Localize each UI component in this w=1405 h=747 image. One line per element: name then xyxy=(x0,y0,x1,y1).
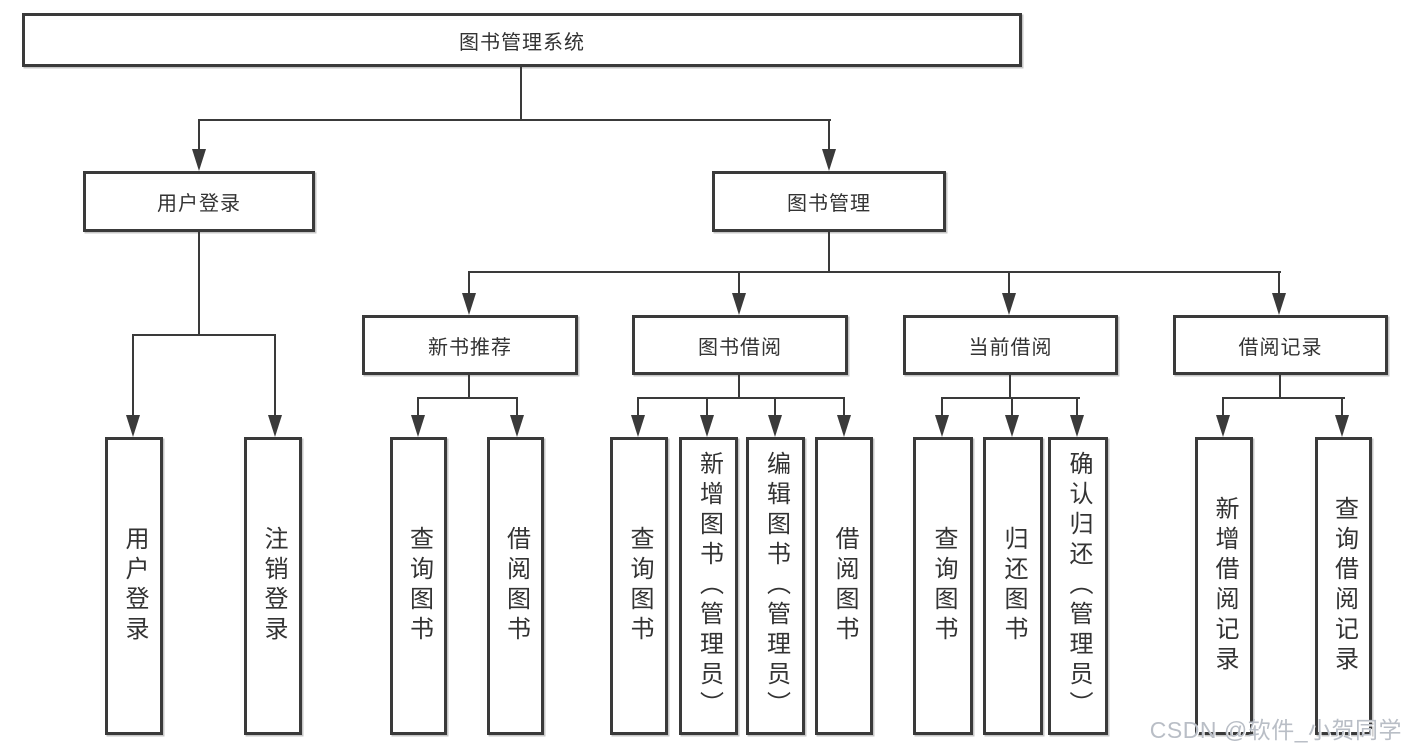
connector-line xyxy=(1222,399,1224,415)
node-current-borrowing: 当前借阅 xyxy=(903,315,1118,375)
leaf-query-borrow-record: 查询借阅记录 xyxy=(1315,437,1372,735)
connector-line xyxy=(1076,399,1078,415)
arrow-down-icon xyxy=(1005,415,1019,437)
node-book-borrowing: 图书借阅 xyxy=(632,315,848,375)
leaf-borrow-books-label: 借阅图书 xyxy=(831,526,858,646)
connector-line xyxy=(637,397,845,399)
node-current-borrowing-label: 当前借阅 xyxy=(968,336,1053,359)
connector-line xyxy=(774,399,776,415)
leaf-query-books-recommend-label: 查询图书 xyxy=(405,526,433,646)
leaf-query-borrow-record-label: 查询借阅记录 xyxy=(1330,496,1358,676)
leaf-borrow-books-recommend: 借阅图书 xyxy=(487,437,544,735)
arrow-down-icon xyxy=(822,149,836,171)
connector-line xyxy=(198,119,831,121)
connector-line xyxy=(1278,273,1280,293)
arrow-down-icon xyxy=(510,415,524,437)
connector-line xyxy=(1222,397,1345,399)
leaf-edit-books-admin-label: 编辑图书（管理员） xyxy=(762,451,790,721)
leaf-confirm-return-admin-label: 确认归还（管理员） xyxy=(1065,451,1092,721)
connector-line xyxy=(1341,399,1343,415)
arrow-down-icon xyxy=(1002,293,1016,315)
connector-line xyxy=(637,399,639,415)
node-borrowing-records: 借阅记录 xyxy=(1173,315,1388,375)
arrow-down-icon xyxy=(935,415,949,437)
connector-line xyxy=(198,231,200,336)
node-book-borrowing-label: 图书借阅 xyxy=(698,336,782,359)
node-new-book-recommend-label: 新书推荐 xyxy=(428,336,512,359)
leaf-logout: 注销登录 xyxy=(244,437,302,735)
arrow-down-icon xyxy=(1216,415,1230,437)
leaf-query-books-borrowing: 查询图书 xyxy=(610,437,668,735)
leaf-return-books-label: 归还图书 xyxy=(1000,526,1027,646)
node-new-book-recommend: 新书推荐 xyxy=(362,315,578,375)
leaf-borrow-books: 借阅图书 xyxy=(815,437,873,735)
leaf-borrow-books-recommend-label: 借阅图书 xyxy=(502,526,530,646)
arrow-down-icon xyxy=(1272,293,1286,315)
arrow-down-icon xyxy=(268,415,282,437)
connector-line xyxy=(274,336,276,415)
leaf-add-borrow-record: 新增借阅记录 xyxy=(1195,437,1253,735)
node-root: 图书管理系统 xyxy=(22,13,1022,67)
connector-line xyxy=(828,121,830,151)
arrow-down-icon xyxy=(192,149,206,171)
connector-line xyxy=(520,66,522,121)
leaf-edit-books-admin: 编辑图书（管理员） xyxy=(746,437,805,735)
leaf-query-books-current: 查询图书 xyxy=(913,437,973,735)
connector-line xyxy=(468,271,1281,273)
arrow-down-icon xyxy=(411,415,425,437)
arrow-down-icon xyxy=(837,415,851,437)
connector-line xyxy=(516,399,518,415)
arrow-down-icon xyxy=(126,415,140,437)
leaf-query-books-recommend: 查询图书 xyxy=(390,437,447,735)
leaf-confirm-return-admin: 确认归还（管理员） xyxy=(1048,437,1108,735)
arrow-down-icon xyxy=(700,415,714,437)
leaf-return-books: 归还图书 xyxy=(983,437,1043,735)
connector-line xyxy=(1011,399,1013,415)
connector-line xyxy=(738,374,740,399)
connector-line xyxy=(1279,374,1281,399)
connector-line xyxy=(417,397,518,399)
leaf-user-login-label: 用户登录 xyxy=(121,526,148,646)
connector-line xyxy=(706,399,708,415)
node-borrowing-records-label: 借阅记录 xyxy=(1238,336,1323,359)
arrow-down-icon xyxy=(1070,415,1084,437)
node-user-login-label: 用户登录 xyxy=(157,193,241,215)
connector-line xyxy=(1008,273,1010,293)
connector-line xyxy=(941,397,1080,399)
leaf-logout-label: 注销登录 xyxy=(260,526,287,646)
connector-line xyxy=(132,336,134,415)
connector-line xyxy=(738,273,740,293)
connector-line xyxy=(417,399,419,415)
arrow-down-icon xyxy=(631,415,645,437)
connector-line xyxy=(468,374,470,399)
leaf-query-books-borrowing-label: 查询图书 xyxy=(626,526,653,646)
arrow-down-icon xyxy=(1335,415,1349,437)
connector-line xyxy=(132,334,276,336)
arrow-down-icon xyxy=(768,415,782,437)
leaf-add-borrow-record-label: 新增借阅记录 xyxy=(1211,496,1238,676)
arrow-down-icon xyxy=(462,293,476,315)
leaf-query-books-current-label: 查询图书 xyxy=(930,526,957,646)
leaf-add-books-admin: 新增图书（管理员） xyxy=(679,437,738,735)
node-book-management: 图书管理 xyxy=(712,171,946,232)
connector-line xyxy=(828,231,830,273)
connector-line xyxy=(1009,374,1011,399)
connector-line xyxy=(843,399,845,415)
arrow-down-icon xyxy=(732,293,746,315)
node-user-login: 用户登录 xyxy=(83,171,315,232)
connector-line xyxy=(941,399,943,415)
node-root-label: 图书管理系统 xyxy=(459,31,585,54)
leaf-add-books-admin-label: 新增图书（管理员） xyxy=(695,451,723,721)
node-book-management-label: 图书管理 xyxy=(787,193,871,215)
leaf-user-login: 用户登录 xyxy=(105,437,163,735)
connector-line xyxy=(468,273,470,293)
connector-line xyxy=(198,121,200,151)
csdn-watermark: CSDN @软件_小贺同学 xyxy=(1149,717,1402,743)
